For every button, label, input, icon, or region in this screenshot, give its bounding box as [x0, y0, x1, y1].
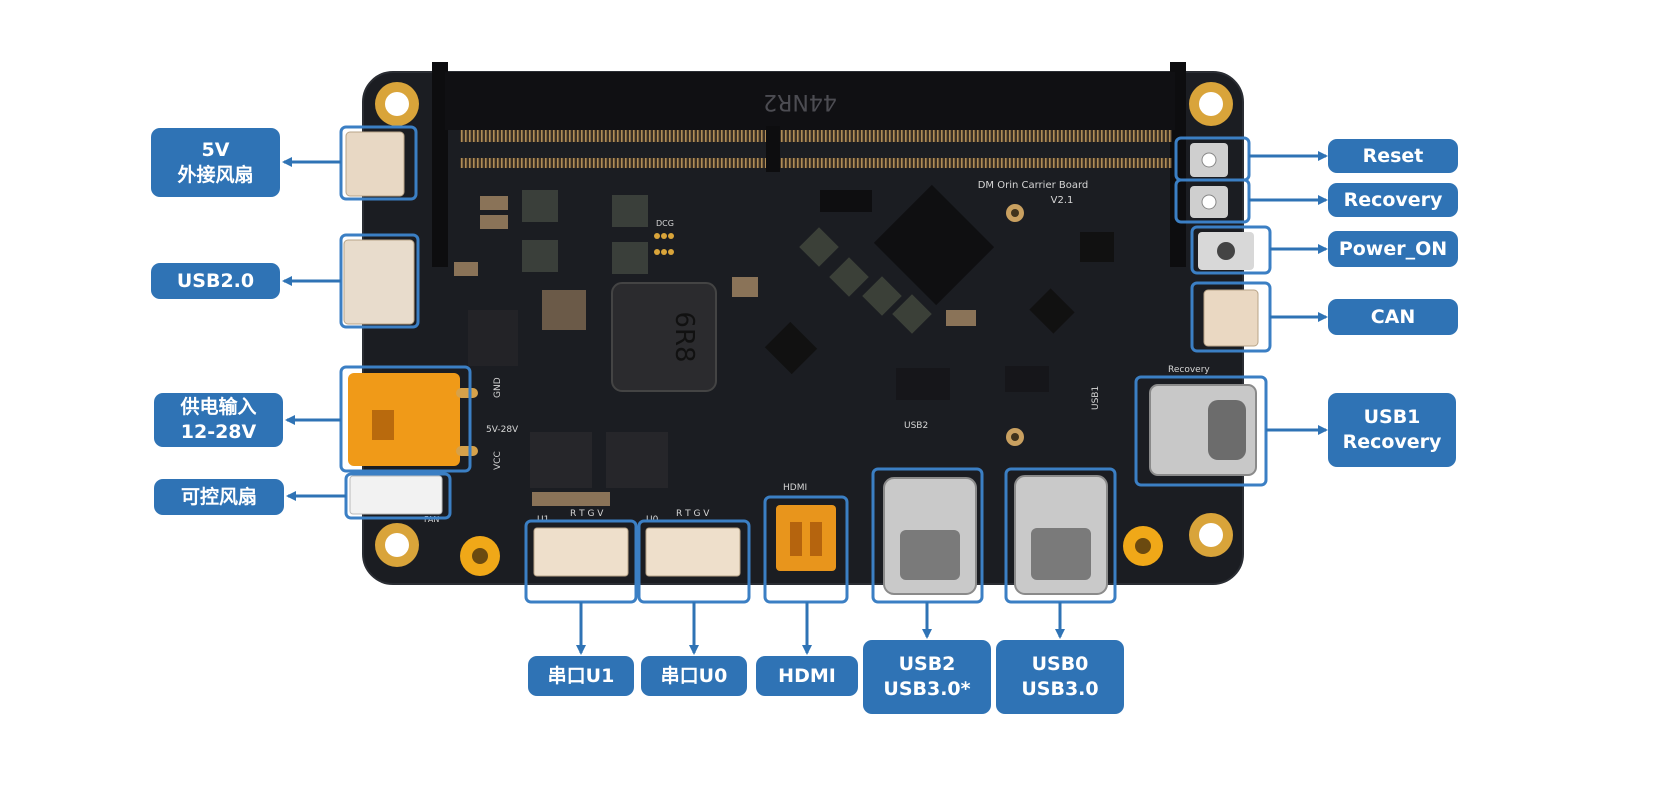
- vin-silk: 5V-28V: [486, 425, 519, 435]
- label-fan-5v-line1: 5V: [201, 138, 230, 161]
- inductor-marking: 6R8: [669, 311, 699, 362]
- recovery-silk: Recovery: [1168, 365, 1210, 375]
- label-usb1-line1: USB1: [1363, 406, 1421, 428]
- label-power-on: Power_ON: [1328, 231, 1458, 267]
- fan5v-connector: [345, 131, 405, 197]
- label-hdmi-line1: HDMI: [778, 664, 836, 687]
- label-uart-u0-line1: 串口U0: [660, 664, 728, 687]
- label-usb2: USB2 USB3.0*: [863, 640, 991, 714]
- label-usb20-line1: USB2.0: [176, 269, 255, 292]
- label-recovery: Recovery: [1328, 183, 1458, 217]
- reset-button: [1190, 143, 1228, 177]
- label-can: CAN: [1328, 299, 1458, 335]
- label-usb0-line2: USB3.0: [1021, 678, 1099, 700]
- label-usb20: USB2.0: [151, 263, 280, 299]
- vcc-silk: VCC: [493, 451, 503, 470]
- label-uart-u0: 串口U0: [641, 656, 747, 696]
- smd-components: [454, 184, 1114, 506]
- can-connector: [1203, 289, 1259, 347]
- slot-marking: 44NR2: [763, 89, 837, 114]
- label-can-line1: CAN: [1370, 305, 1416, 328]
- recovery-button: [1190, 186, 1228, 218]
- label-usb0: USB0 USB3.0: [996, 640, 1124, 714]
- label-power-input: 供电输入 12-28V: [154, 393, 283, 447]
- usb1-typec-port: [1149, 384, 1257, 476]
- label-uart-u1-line1: 串口U1: [547, 664, 615, 687]
- label-usb1: USB1 Recovery: [1328, 393, 1456, 467]
- uart-u1-pins: R T G V: [570, 509, 604, 519]
- label-power-input-line2: 12-28V: [180, 421, 257, 443]
- uart-u1-connector: [533, 527, 629, 577]
- usb20-connector: [343, 239, 415, 325]
- label-power-input-line1: 供电输入: [180, 396, 257, 418]
- gnd-silk: GND: [493, 377, 503, 398]
- label-fan-5v-line2: 外接风扇: [177, 163, 254, 186]
- label-power-on-line1: Power_ON: [1338, 237, 1448, 260]
- label-pwm-fan-line1: 可控风扇: [180, 485, 257, 508]
- hdmi-silk: HDMI: [783, 483, 807, 493]
- label-usb1-line2: Recovery: [1342, 431, 1442, 453]
- label-reset-line1: Reset: [1362, 144, 1424, 167]
- usb1-silk: USB1: [1091, 386, 1101, 410]
- label-reset: Reset: [1328, 139, 1458, 173]
- power-on-button: [1198, 232, 1254, 270]
- label-usb0-line1: USB0: [1031, 653, 1089, 675]
- board-title: DM Orin Carrier Board: [978, 180, 1089, 191]
- label-pwm-fan: 可控风扇: [154, 479, 284, 515]
- uart-u0-connector: [645, 527, 741, 577]
- pwm-fan-connector: [349, 475, 443, 515]
- label-usb2-line2: USB3.0*: [883, 678, 971, 700]
- uart-u0-pins: R T G V: [676, 509, 710, 519]
- mounting-holes: [375, 82, 1233, 576]
- usb2-silk: USB2: [904, 421, 928, 431]
- usb0-port: [1014, 475, 1108, 595]
- label-uart-u1: 串口U1: [528, 656, 634, 696]
- dcg-silk: DCG: [656, 219, 674, 228]
- label-hdmi: HDMI: [756, 656, 858, 696]
- label-usb2-line1: USB2: [898, 653, 956, 675]
- label-fan-5v: 5V 外接风扇: [151, 128, 280, 197]
- label-recovery-line1: Recovery: [1343, 188, 1443, 211]
- usb2-port: [883, 477, 977, 595]
- hdmi-connector: [776, 505, 836, 571]
- inductor: 6R8: [611, 282, 717, 392]
- board-version: V2.1: [1051, 195, 1074, 206]
- module-slot: 44NR2: [432, 62, 1186, 267]
- power-input-connector: [348, 373, 478, 466]
